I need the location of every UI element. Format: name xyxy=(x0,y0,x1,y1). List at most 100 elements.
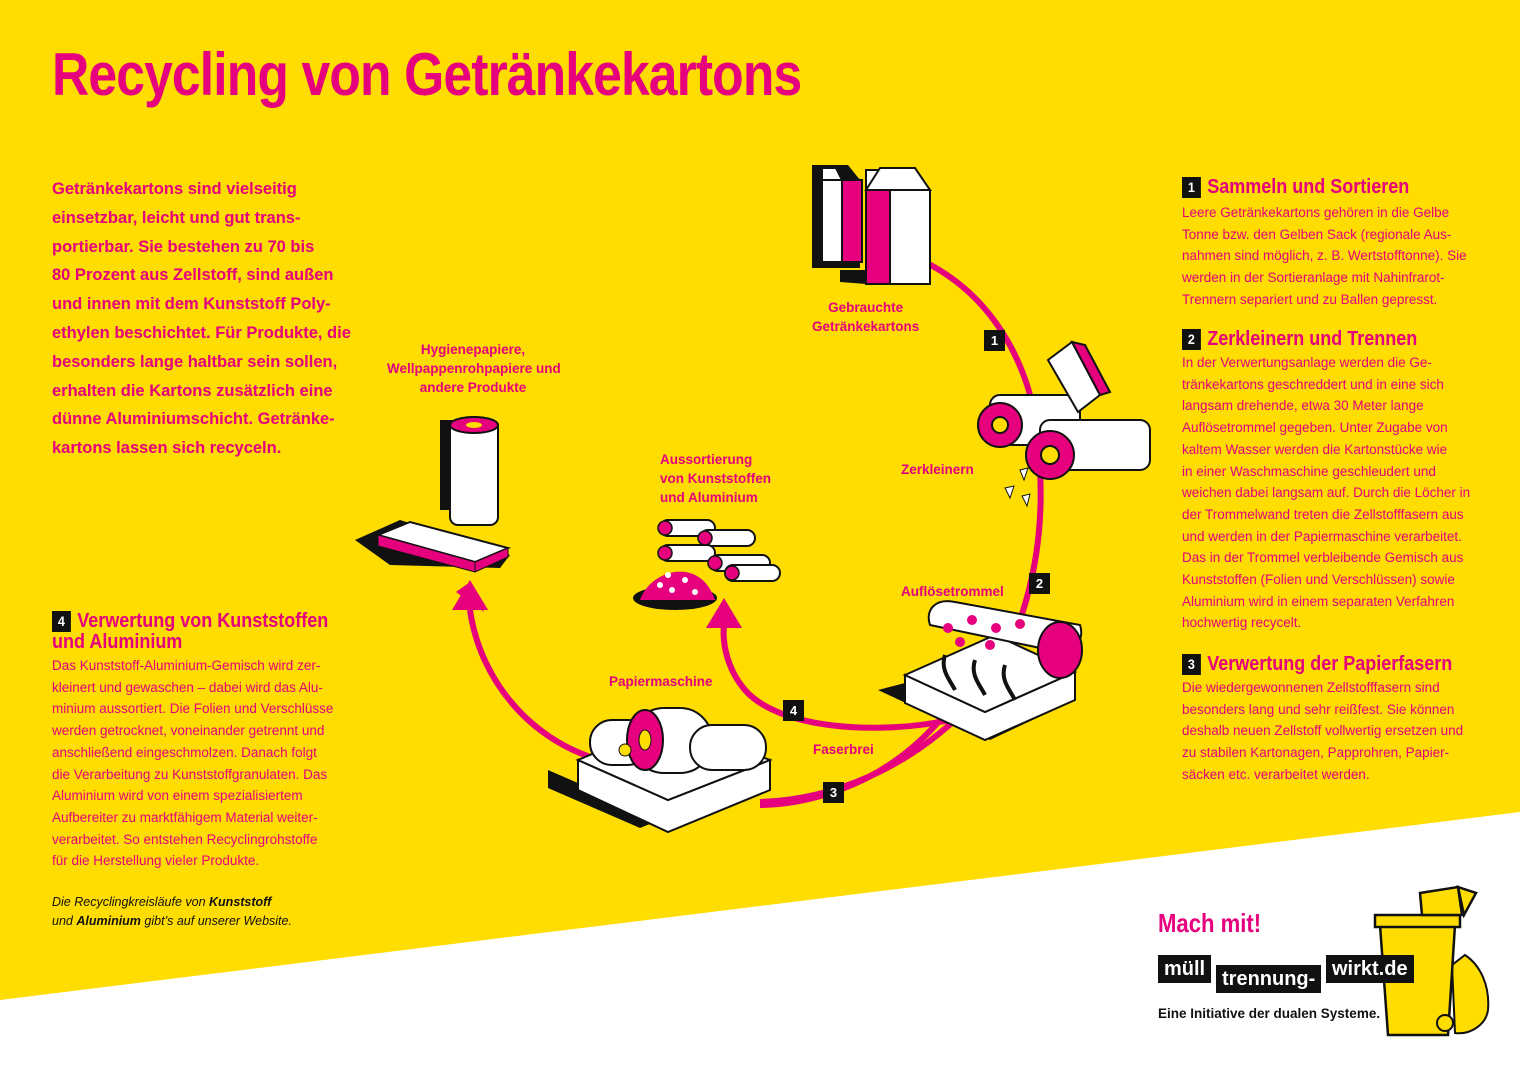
logo-word-trennung: trennung- xyxy=(1216,965,1322,993)
cycle-arrow-sorting xyxy=(720,624,951,731)
body-line: und werden in der Papiermaschine verarbe… xyxy=(1182,528,1462,544)
body-line: Die wiedergewonnenen Zellstofffasern sin… xyxy=(1182,680,1440,695)
step-number-badge: 1 xyxy=(1182,177,1201,198)
body-line: für die Herstellung vieler Produkte. xyxy=(52,853,260,869)
body-line: kaltem Wasser werden die Kartonstücke wi… xyxy=(1182,441,1448,457)
body-line: In der Verwertungsanlage werden die Ge- xyxy=(1182,355,1432,370)
body-line: deshalb neuen Zellstoff vollwertig erset… xyxy=(1182,723,1464,739)
note-bold: Kunststoff xyxy=(209,895,272,909)
products-illustration xyxy=(355,416,512,573)
label-line: Aussortierung xyxy=(660,452,753,467)
body-line: Aluminium wird in einem separaten Verfah… xyxy=(1182,593,1455,609)
yellow-bin-icon xyxy=(1373,885,1490,1037)
section-4-title-line2: und Aluminium xyxy=(52,631,183,653)
sorting-illustration xyxy=(633,519,781,610)
intro-line: einsetzbar, leicht und gut trans- xyxy=(52,208,301,227)
intro-line: Getränkekartons sind vielseitig xyxy=(52,180,297,198)
section-2-heading: 2 Zerkleinern und Trennen xyxy=(1182,329,1479,350)
initiative-tagline: Eine Initiative der dualen Systeme. xyxy=(1158,1006,1381,1021)
body-line: Aluminium wird von einem spezialisiertem xyxy=(52,788,303,804)
body-line: kleinert und gewaschen – dabei wird das … xyxy=(52,679,323,695)
arrow-head-sorting xyxy=(706,598,742,628)
label-products: Hygienepapiere, Wellpappenrohpapiere und… xyxy=(387,340,561,397)
section-3: 3 Verwertung der Papierfasern Die wiederg… xyxy=(1182,654,1512,786)
label-line: andere Produkte xyxy=(419,380,527,395)
website-note: Die Recyclingkreisläufe von Kunststoff u… xyxy=(52,893,292,931)
intro-line: dünne Aluminiumschicht. Getränke- xyxy=(52,410,335,429)
body-line: Das Kunststoff-Aluminium-Gemisch wird ze… xyxy=(52,658,321,673)
body-line: Trennern separiert und zu Ballen gepress… xyxy=(1182,291,1438,307)
label-pulp: Faserbrei xyxy=(813,742,874,757)
logo-muelltrennung-wirkt[interactable]: müll trennung- wirkt.de xyxy=(1158,955,1418,995)
label-cartons: Gebrauchte Getränkekartons xyxy=(812,298,919,336)
body-line: Leere Getränkekartons gehören in die Gel… xyxy=(1182,205,1450,220)
intro-line: erhalten die Kartons zusätzlich eine xyxy=(52,381,333,400)
section-3-title: Verwertung der Papierfasern xyxy=(1207,653,1453,675)
label-line: Gebrauchte xyxy=(828,300,904,315)
body-line: Kunststoffen (Folien und Verschlüssen) s… xyxy=(1182,572,1455,588)
diagram-step-4: 4 xyxy=(783,700,804,721)
page-title: Recycling von Getränkekartons xyxy=(52,41,802,108)
logo-word-muell: müll xyxy=(1158,955,1212,983)
drum-illustration xyxy=(878,600,1083,742)
body-line: anschließend eingeschmolzen. Danach folg… xyxy=(52,744,317,760)
label-line: Wellpappenrohpapiere und xyxy=(387,361,561,376)
label-shred: Zerkleinern xyxy=(901,462,974,477)
body-line: säcken etc. verarbeitet werden. xyxy=(1182,766,1370,782)
intro-line: und innen mit dem Kunststoff Poly- xyxy=(52,295,331,314)
label-drum: Auflösetrommel xyxy=(901,584,1004,599)
intro-line: kartons lassen sich recyceln. xyxy=(52,439,282,458)
note-bold: Aluminium xyxy=(76,914,141,928)
section-1: 1 Sammeln und Sortieren Leere Getränkekar… xyxy=(1182,177,1512,311)
shredder-illustration xyxy=(977,340,1151,508)
section-1-body: Leere Getränkekartons gehören in die Gel… xyxy=(1182,202,1512,311)
logo-word-wirkt: wirkt.de xyxy=(1326,955,1414,983)
cycle-arrow-paper xyxy=(759,718,943,808)
body-line: Das in der Trommel verbleibende Gemisch … xyxy=(1182,550,1464,566)
body-line: Tonne bzw. den Gelben Sack (regionale Au… xyxy=(1182,226,1452,242)
intro-line: portierbar. Sie bestehen zu 70 bis xyxy=(52,237,315,256)
body-line: zu stabilen Kartonagen, Papprohren, Papi… xyxy=(1182,745,1450,761)
label-line: Getränkekartons xyxy=(812,319,920,334)
cycle-arrow-products xyxy=(467,609,601,763)
section-2-title: Zerkleinern und Trennen xyxy=(1207,328,1418,350)
step-number-badge: 2 xyxy=(1182,329,1201,350)
body-line: werden in der Sortieranlage mit Nahinfra… xyxy=(1182,270,1445,286)
label-line: von Kunststoffen xyxy=(660,471,771,486)
body-line: die Verarbeitung zu Kunststoffgranulaten… xyxy=(52,766,328,782)
body-line: weichen dabei langsam auf. Durch die Löc… xyxy=(1182,485,1471,501)
body-line: hochwertig recycelt. xyxy=(1182,615,1302,631)
section-3-body: Die wiedergewonnenen Zellstofffasern sin… xyxy=(1182,677,1512,786)
note-text: gibt’s auf unserer Website. xyxy=(140,914,292,928)
body-line: besonders lang und sehr reißfest. Sie kö… xyxy=(1182,701,1455,717)
body-line: nahmen sind möglich, z. B. Wertstofftonn… xyxy=(1182,248,1467,264)
step-number-badge: 3 xyxy=(1182,654,1201,675)
diagram-step-3: 3 xyxy=(823,782,844,803)
section-4-body: Das Kunststoff-Aluminium-Gemisch wird ze… xyxy=(52,655,372,872)
intro-line: besonders lange haltbar sein sollen, xyxy=(52,352,338,371)
cartons-illustration xyxy=(812,165,932,285)
body-line: Aufbereiter zu marktfähigem Material wei… xyxy=(52,809,318,825)
diagram-step-2: 2 xyxy=(1029,573,1050,594)
note-text: Die Recyclingkreisläufe von xyxy=(52,895,210,909)
body-line: verarbeitet. So entstehen Recyclingrohst… xyxy=(52,831,318,847)
section-1-heading: 1 Sammeln und Sortieren xyxy=(1182,177,1479,198)
section-3-heading: 3 Verwertung der Papierfasern xyxy=(1182,654,1479,675)
label-line: und Aluminium xyxy=(660,490,758,505)
section-2-body: In der Verwertungsanlage werden die Ge- … xyxy=(1182,352,1512,634)
body-line: langsam drehende, etwa 30 Meter lange xyxy=(1182,398,1424,414)
section-4-title-line1: Verwertung von Kunststoffen xyxy=(77,610,329,632)
section-1-title: Sammeln und Sortieren xyxy=(1207,176,1410,198)
papermachine-illustration xyxy=(548,707,773,834)
body-line: der Trommelwand treten die Zellstofffase… xyxy=(1182,506,1464,522)
diagram-step-1: 1 xyxy=(984,330,1005,351)
section-2: 2 Zerkleinern und Trennen In der Verwertu… xyxy=(1182,329,1512,634)
label-sorting: Aussortierung von Kunststoffen und Alumi… xyxy=(660,450,771,507)
intro-line: 80 Prozent aus Zellstoff, sind außen xyxy=(52,266,334,285)
note-line: und Aluminium gibt’s auf unserer Website… xyxy=(52,912,292,931)
body-line: Auflösetrommel gegeben. Unter Zugabe von xyxy=(1182,420,1448,436)
